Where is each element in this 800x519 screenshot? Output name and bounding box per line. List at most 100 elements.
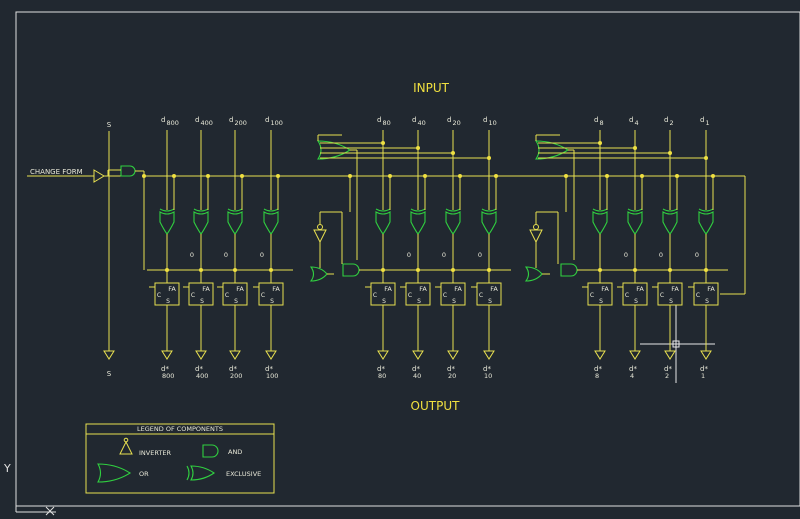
output-label-20: d*20 bbox=[447, 365, 456, 380]
legend-title: LEGEND OF COMPONENTS bbox=[137, 425, 223, 433]
inverter-stage1 bbox=[313, 211, 342, 268]
input-label-80: d80 bbox=[377, 116, 391, 127]
output-label-2: d*2 bbox=[664, 365, 672, 380]
bit-column-1: d1d*1 bbox=[688, 116, 719, 380]
output-arrow bbox=[161, 350, 173, 360]
carry-zero-label: 0 bbox=[442, 251, 446, 259]
input-label-20: d20 bbox=[447, 116, 461, 127]
output-arrow bbox=[483, 350, 495, 360]
or-gate-stage1 bbox=[309, 266, 334, 282]
bit-column-800: d800 d*800 bbox=[149, 116, 180, 380]
carry-zero-label: 0 bbox=[190, 251, 194, 259]
full-adder-carry: C bbox=[443, 292, 447, 299]
full-adder-label: FA bbox=[272, 285, 280, 293]
ucs-y-label: Y bbox=[3, 462, 11, 475]
full-adder-sum: S bbox=[382, 298, 386, 305]
or-gate-top-stage2 bbox=[316, 134, 358, 260]
output-label-1: d*1 bbox=[700, 365, 708, 380]
legend-box: LEGEND OF COMPONENTS INVERTER AND OR EXC… bbox=[85, 423, 275, 494]
xor-gate bbox=[263, 211, 279, 235]
ucs-icon: Y bbox=[3, 462, 56, 516]
output-arrow bbox=[664, 350, 676, 360]
or-gate-top-stage3 bbox=[534, 134, 575, 260]
xor-gate bbox=[445, 211, 461, 235]
full-adder-carry: C bbox=[157, 292, 161, 299]
output-arrow bbox=[700, 350, 712, 360]
bit-column-2: d2 d*2 bbox=[652, 116, 683, 380]
full-adder-carry: C bbox=[625, 292, 629, 299]
full-adder-carry: C bbox=[696, 292, 700, 299]
full-adder-label: FA bbox=[636, 285, 644, 293]
output-label-400: d*400 bbox=[195, 365, 208, 380]
full-adder-carry: C bbox=[261, 292, 265, 299]
legend-or-label: OR bbox=[139, 470, 149, 478]
output-label-40: d*40 bbox=[412, 365, 421, 380]
full-adder-label: FA bbox=[384, 285, 392, 293]
input-label-4: d4 bbox=[629, 116, 639, 127]
full-adder-carry: C bbox=[225, 292, 229, 299]
legend-inverter-label: INVERTER bbox=[139, 449, 171, 457]
output-arrow bbox=[629, 350, 641, 360]
xor-gate bbox=[227, 211, 243, 235]
drawing-frame bbox=[15, 11, 800, 507]
carry-zero-label: 0 bbox=[260, 251, 264, 259]
full-adder-carry: C bbox=[373, 292, 377, 299]
output-label-4: d*4 bbox=[629, 365, 637, 380]
carry-zero-label: 0 bbox=[624, 251, 628, 259]
full-adder-label: FA bbox=[490, 285, 498, 293]
carry-zero-label: 0 bbox=[659, 251, 663, 259]
full-adder-carry: C bbox=[408, 292, 412, 299]
change-form-buffer bbox=[27, 169, 121, 183]
input-label-2: d2 bbox=[664, 116, 674, 127]
full-adder-sum: S bbox=[488, 298, 492, 305]
output-arrow bbox=[265, 350, 277, 360]
output-arrow bbox=[412, 350, 424, 360]
input-label-10: d10 bbox=[483, 116, 497, 127]
carry-zero-label: 0 bbox=[224, 251, 228, 259]
change-form-and-gate bbox=[107, 165, 145, 177]
xor-gate bbox=[698, 211, 714, 235]
or-gate-stage2 bbox=[524, 266, 550, 282]
full-adder-carry: C bbox=[191, 292, 195, 299]
carry-zero-label: 0 bbox=[407, 251, 411, 259]
output-arrow bbox=[229, 350, 241, 360]
output-arrow bbox=[447, 350, 459, 360]
full-adder-label: FA bbox=[601, 285, 609, 293]
full-adder-carry: C bbox=[479, 292, 483, 299]
full-adder-sum: S bbox=[200, 298, 204, 305]
full-adder-carry: C bbox=[590, 292, 594, 299]
full-adder-sum: S bbox=[166, 298, 170, 305]
change-form-label: CHANGE FORM bbox=[30, 168, 83, 176]
or-gate-icon bbox=[97, 463, 132, 483]
xor-gate bbox=[662, 211, 678, 235]
bit-column-8: d8d*8 bbox=[582, 116, 613, 380]
crosshair-cursor bbox=[640, 305, 715, 383]
output-label-80: d*80 bbox=[377, 365, 386, 380]
s-output-label: S bbox=[107, 370, 112, 378]
output-label-800: d*800 bbox=[161, 365, 174, 380]
input-label-800: d800 bbox=[161, 116, 179, 127]
bit-columns: d800d*800FACSd400d*400FACS0d200d*200FACS… bbox=[142, 116, 728, 380]
bit-column-80: d80 d*80 bbox=[365, 116, 396, 380]
input-label-400: d400 bbox=[195, 116, 213, 127]
bit-column-4: d4 d*4 bbox=[617, 116, 648, 380]
xor-gate bbox=[592, 211, 608, 235]
input-title: INPUT bbox=[413, 81, 450, 95]
output-title: OUTPUT bbox=[411, 399, 461, 413]
output-label-200: d*200 bbox=[229, 365, 242, 380]
xor-gate bbox=[159, 211, 175, 235]
full-adder-label: FA bbox=[236, 285, 244, 293]
full-adder-label: FA bbox=[671, 285, 679, 293]
full-adder-label: FA bbox=[202, 285, 210, 293]
full-adder-sum: S bbox=[705, 298, 709, 305]
full-adder-sum: S bbox=[234, 298, 238, 305]
full-adder-sum: S bbox=[452, 298, 456, 305]
input-label-200: d200 bbox=[229, 116, 247, 127]
output-arrow bbox=[594, 350, 606, 360]
xor-gate-icon bbox=[186, 465, 215, 481]
